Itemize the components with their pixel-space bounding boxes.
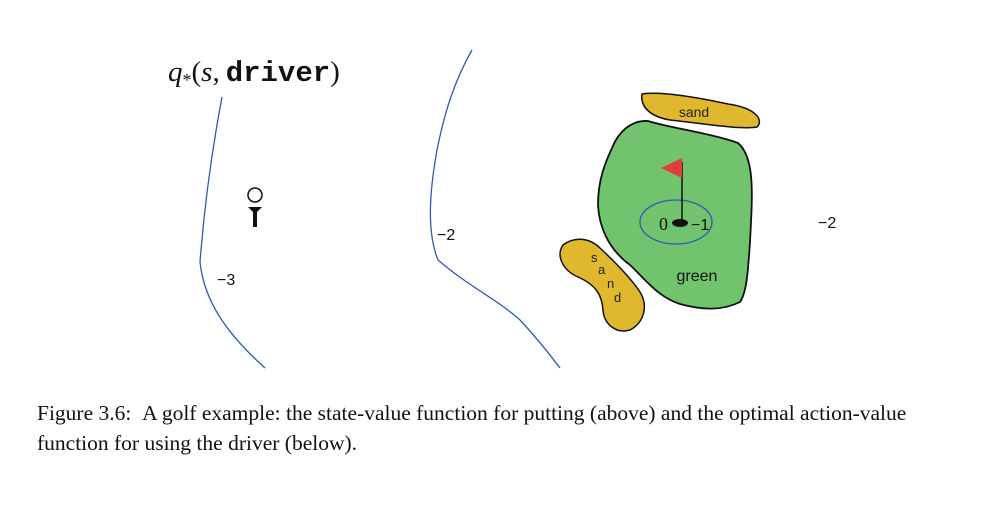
- contour-line-middle: [429, 49, 561, 369]
- contour-label-middle: −2: [437, 227, 455, 244]
- title-state: s: [201, 56, 212, 88]
- sand-trap-top: [641, 92, 761, 129]
- title-open-paren: (: [192, 56, 202, 88]
- contour-ellipse-inner: [639, 199, 713, 245]
- contour-label-inner-minus-one: −1: [691, 217, 709, 234]
- sand-left-letter-d: d: [614, 290, 621, 305]
- title-close-paren: ): [330, 56, 340, 88]
- contour-label-left: −3: [217, 272, 235, 289]
- title-action: driver: [226, 57, 330, 90]
- golf-figure: q*(s,driver) sand green s a n d −3 −2 −2…: [168, 49, 836, 369]
- sand-label-top: sand: [679, 104, 709, 120]
- title-comma: ,: [212, 56, 219, 88]
- putting-green: [597, 120, 753, 310]
- green-label: green: [677, 268, 718, 285]
- golf-ball-on-tee-icon: [247, 187, 263, 227]
- sand-left-letter-a: a: [598, 262, 606, 277]
- title-q: q: [168, 56, 183, 88]
- contour-label-right: −2: [818, 215, 836, 232]
- contour-line-left: [199, 96, 266, 369]
- figure-caption: Figure 3.6: A golf example: the state-va…: [37, 398, 977, 458]
- golf-diagram: q*(s,driver) sand green s a n d −3 −2 −2…: [168, 49, 836, 369]
- title-subscript: *: [183, 70, 192, 90]
- figure-title: q*(s,driver): [168, 56, 340, 90]
- caption-text: A golf example: the state-value function…: [37, 401, 907, 455]
- sand-left-letter-s: s: [591, 250, 598, 265]
- flag-icon: [661, 158, 683, 222]
- caption-figure-label: Figure 3.6:: [37, 401, 132, 425]
- hole-icon: [672, 219, 688, 227]
- sand-trap-left: [559, 238, 646, 332]
- sand-left-letter-n: n: [607, 276, 614, 291]
- contour-label-zero: 0: [659, 214, 668, 234]
